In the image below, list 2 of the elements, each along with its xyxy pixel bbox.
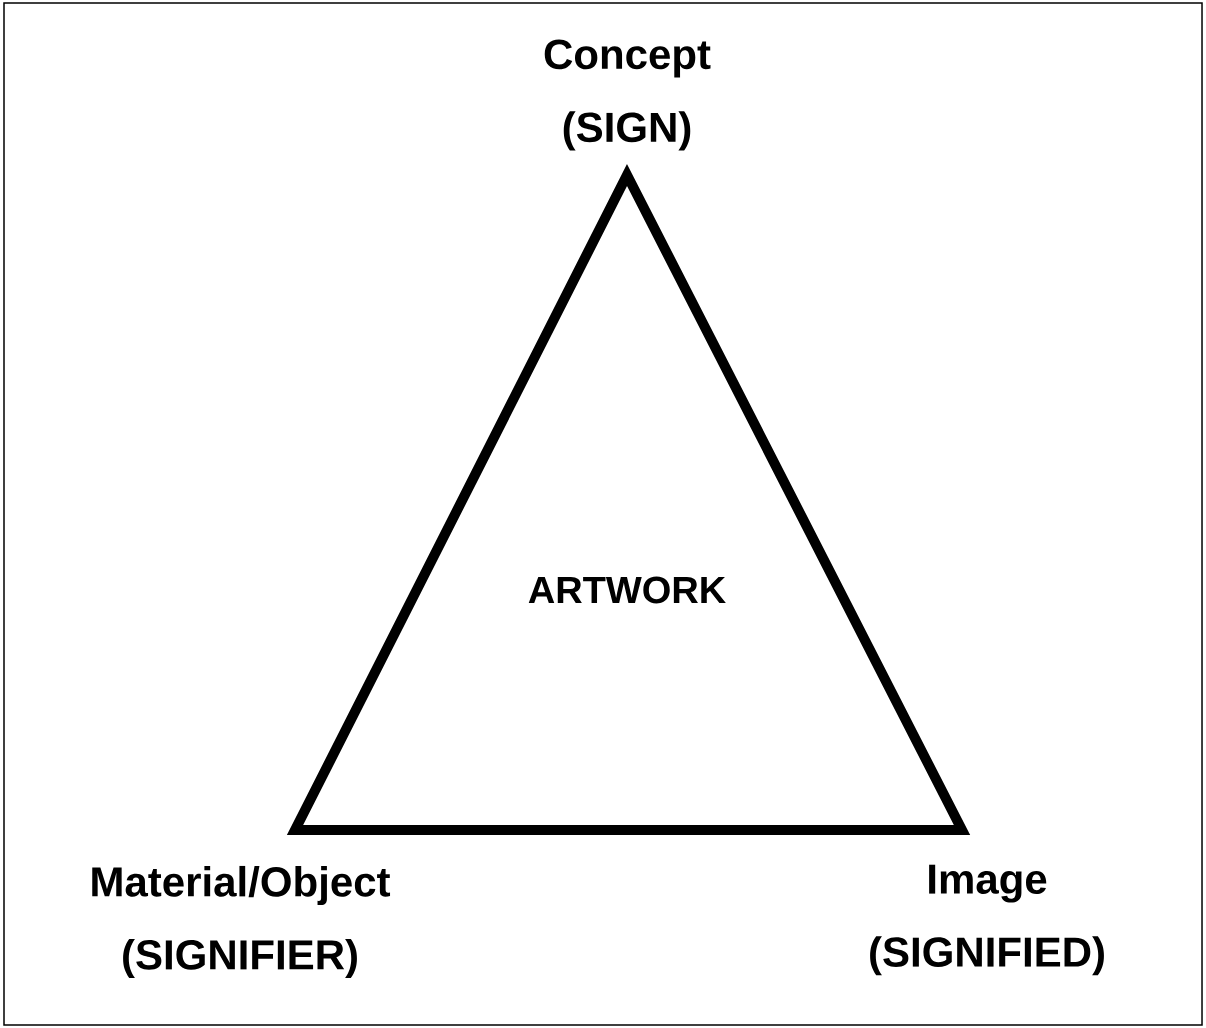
- corner-label: Material/Object (SIGNIFIER): [92, 865, 391, 979]
- corner-label: Image (SIGNIFIED): [870, 864, 1104, 976]
